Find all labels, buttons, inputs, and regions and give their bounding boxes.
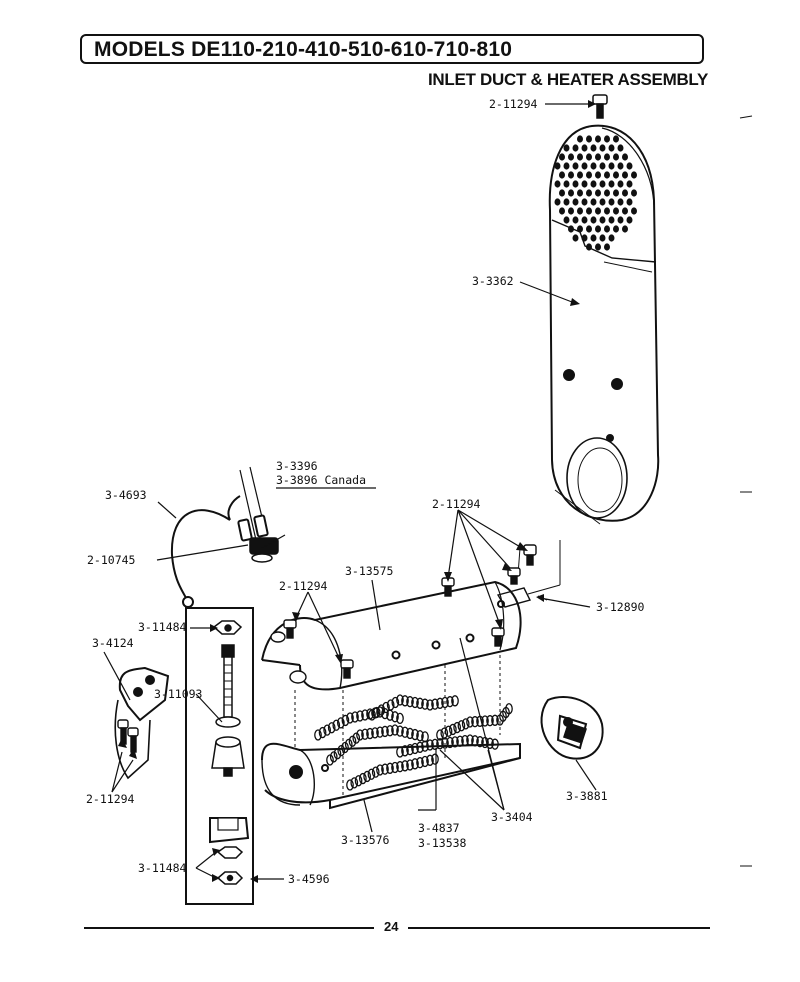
models-title: MODELS DE110-210-410-510-610-710-810: [94, 38, 513, 61]
label-2-11294-left: 2-11294: [86, 792, 135, 806]
models-header-box: MODELS DE110-210-410-510-610-710-810: [80, 34, 704, 64]
label-3-3404: 3-3404: [491, 810, 533, 824]
side-bracket: [114, 666, 170, 780]
label-3-3396: 3-3396: [276, 459, 318, 473]
bracket-screws-icon: [117, 719, 139, 753]
label-3-3362: 3-3362: [472, 274, 514, 288]
footer-rule-right: [408, 927, 710, 929]
label-3-11484-top: 3-11484: [138, 620, 187, 634]
label-3-4837: 3-4837: [418, 821, 460, 835]
inlet-duct: [548, 124, 660, 522]
label-3-4124: 3-4124: [92, 636, 134, 650]
thermostat-wire: [170, 466, 269, 608]
label-3-3881: 3-3881: [566, 789, 608, 803]
assembly-subtitle: INLET DUCT & HEATER ASSEMBLY: [428, 70, 708, 89]
margin-marks: [739, 115, 753, 867]
leader-lines: [103, 103, 597, 880]
label-3-11484-bottom: 3-11484: [138, 861, 187, 875]
label-2-11294-top: 2-11294: [489, 97, 538, 111]
label-3-4596: 3-4596: [288, 872, 330, 886]
thermal-cutoff: [540, 696, 604, 760]
label-2-11294-right: 2-11294: [432, 497, 481, 511]
label-3-13538: 3-13538: [418, 836, 467, 850]
terminal-block-frame: [185, 607, 254, 905]
duct-perforation-grid: [554, 135, 637, 251]
label-3-13576: 3-13576: [341, 833, 390, 847]
assembly-guide-lines: [294, 489, 601, 795]
top-screw-icon: [592, 94, 608, 119]
leader-arrowheads: [118, 100, 596, 883]
heating-coils: [314, 694, 513, 791]
label-3-11093: 3-11093: [154, 687, 203, 701]
lower-heater-housing: [261, 742, 521, 810]
label-2-10745: 2-10745: [87, 553, 136, 567]
page-number: 24: [384, 919, 399, 934]
thermostat-icon: [249, 537, 279, 563]
label-3-4693: 3-4693: [105, 488, 147, 502]
label-3-3896-canada: 3-3896 Canada: [276, 473, 367, 487]
terminal-block-parts: [209, 620, 250, 885]
label-2-11294-mid: 2-11294: [279, 579, 328, 593]
footer-rule-left: [84, 927, 374, 929]
label-3-12890: 3-12890: [596, 600, 645, 614]
label-3-13575: 3-13575: [345, 564, 394, 578]
